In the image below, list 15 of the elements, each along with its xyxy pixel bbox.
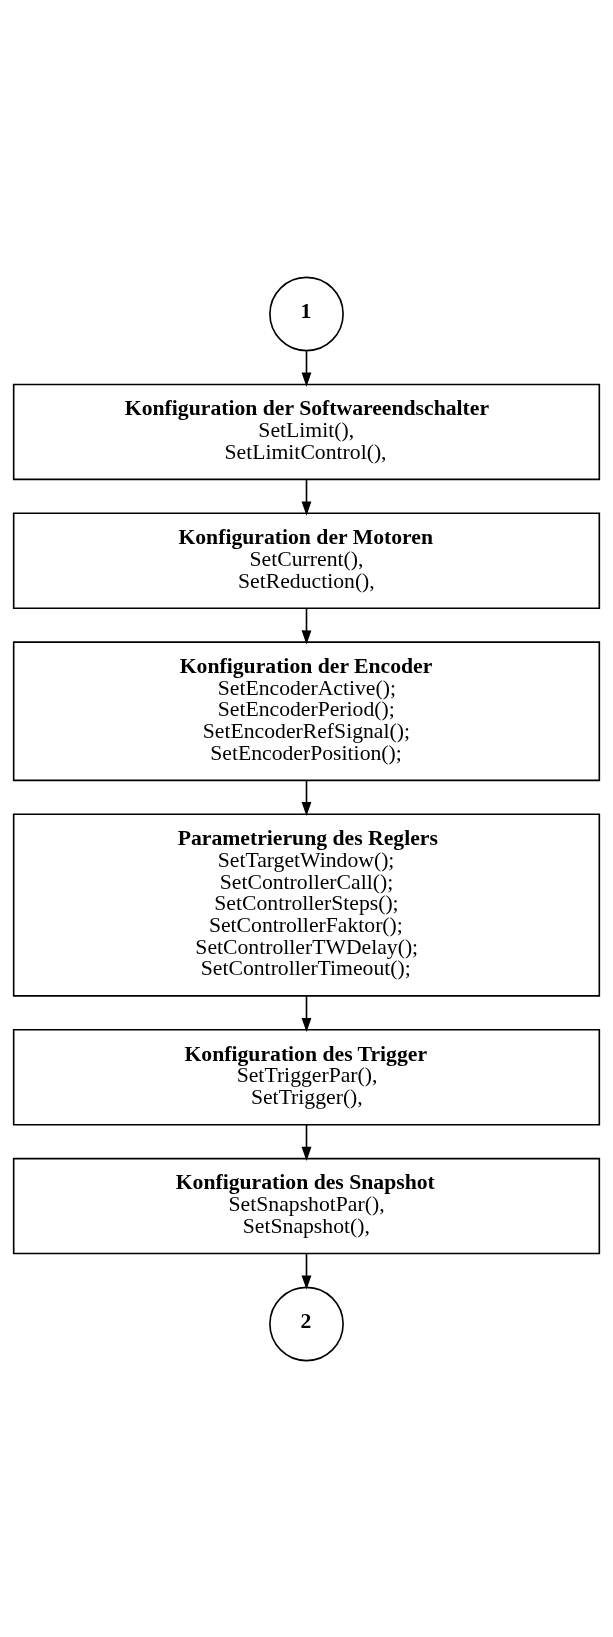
arrow <box>301 779 312 816</box>
node-box: Konfiguration der Softwareendschalter SetLimit(), SetLimitControl(), <box>12 383 601 480</box>
arrow <box>301 1123 312 1161</box>
node-box: Konfiguration des Trigger SetTriggerPar(), SetTrigger(), <box>12 1028 601 1125</box>
arrow <box>301 607 312 644</box>
node-circle: 1 <box>269 276 344 351</box>
arrow <box>301 994 312 1032</box>
arrow <box>301 1252 312 1289</box>
node-box: Parametrierung des Reglers SetTargetWindow(); SetControllerCall(); SetControllerSteps(); SetControllerFaktor(); SetControllerTWDelay(); SetControllerTimeout(); <box>12 812 601 997</box>
node-circle: 2 <box>269 1286 344 1361</box>
node-box: Konfiguration der Encoder SetEncoderActive(); SetEncoderPeriod(); SetEncoderRefSignal(); SetEncoderPosition(); <box>12 640 601 781</box>
node-box: Konfiguration des Snapshot SetSnapshotPar(), SetSnapshot(), <box>12 1157 601 1254</box>
node-box: Konfiguration der Motoren SetCurrent(), SetReduction(), <box>12 512 601 609</box>
arrow <box>301 478 312 516</box>
arrow <box>301 349 312 387</box>
